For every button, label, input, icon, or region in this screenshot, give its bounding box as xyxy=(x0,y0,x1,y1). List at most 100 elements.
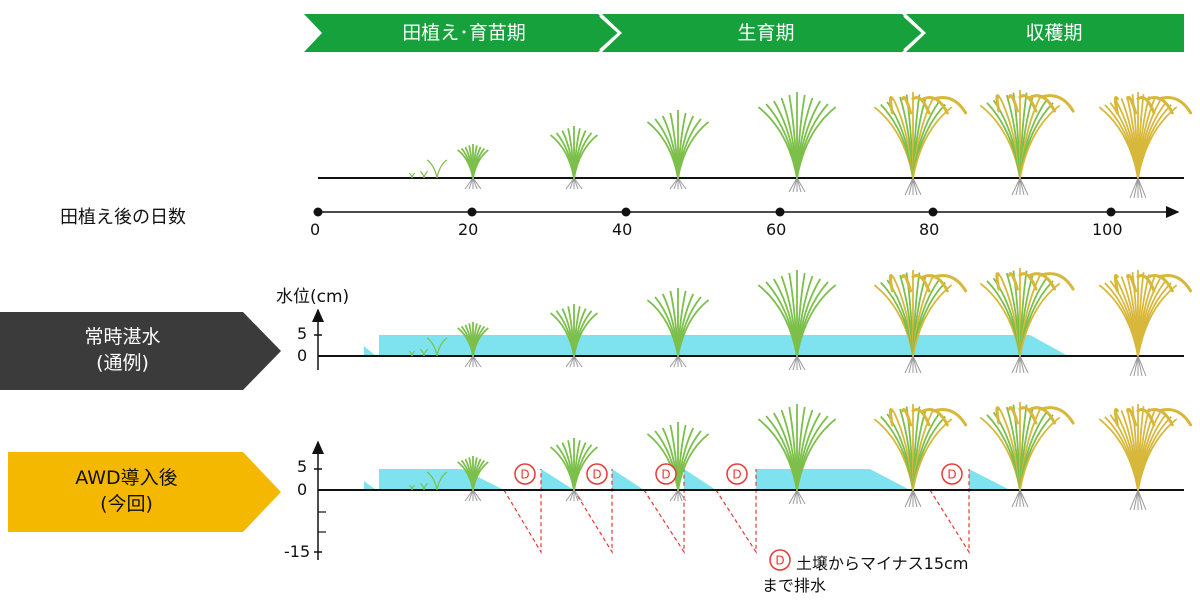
rice-ear xyxy=(1018,406,1038,425)
plant-root xyxy=(669,489,679,502)
rice-plant xyxy=(420,348,428,357)
plant-root xyxy=(912,177,918,196)
awd-water-2 xyxy=(541,469,574,490)
rice-plant xyxy=(979,402,1075,508)
plant-root xyxy=(1011,489,1021,508)
plant-root xyxy=(796,177,806,193)
awd-drain-lines xyxy=(503,469,970,555)
day-tick-100: 100 xyxy=(1092,220,1123,239)
plant-leaf xyxy=(796,284,837,357)
plant-root xyxy=(1011,177,1021,196)
drain-marker-circle xyxy=(941,463,963,485)
continuous-water-initial xyxy=(364,346,376,356)
awd-label-line2: (今回) xyxy=(100,493,153,515)
rice-ear xyxy=(1113,408,1119,427)
rice-ear xyxy=(1157,408,1193,427)
day-dot-40 xyxy=(621,207,631,217)
rice-ear xyxy=(1136,408,1156,427)
plant-root xyxy=(1129,177,1139,199)
rice-ear xyxy=(888,408,894,427)
rice-plant xyxy=(420,170,428,179)
plant-leaf xyxy=(472,149,489,179)
day-dot-20 xyxy=(467,207,477,217)
plant-leaf xyxy=(472,461,489,491)
plant-leaf xyxy=(677,433,710,491)
awd-label-box xyxy=(8,452,281,532)
plant-leaf xyxy=(796,418,837,491)
plant-root xyxy=(673,177,679,190)
rice-plant xyxy=(757,404,837,505)
rice-ear xyxy=(1113,274,1119,293)
plant-root xyxy=(573,355,579,368)
rice-ear xyxy=(1007,94,1019,113)
rice-ear xyxy=(995,94,1001,113)
rice-ear xyxy=(888,96,894,115)
drain-marker-letter: D xyxy=(520,468,529,482)
rice-ear xyxy=(1157,274,1193,293)
plant-root xyxy=(565,177,575,190)
awd-water-initial xyxy=(364,481,376,490)
rice-plant xyxy=(757,92,837,193)
rice-plant xyxy=(457,456,489,502)
plant-root xyxy=(904,177,914,196)
rice-ear xyxy=(1136,274,1156,293)
plant-root xyxy=(792,489,798,505)
days-axis-label: 田植え後の日数 xyxy=(60,207,186,228)
rice-ear xyxy=(1157,96,1193,115)
continuous-tick-5: 5 xyxy=(297,324,308,343)
plant-root xyxy=(1011,355,1021,374)
day-tick-40: 40 xyxy=(612,220,633,239)
plant-root xyxy=(1137,355,1147,377)
drain-marker-letter: D xyxy=(732,468,741,482)
plant-root xyxy=(796,355,806,371)
plant-leaf xyxy=(411,484,416,491)
plant-root xyxy=(569,489,575,502)
rice-ear xyxy=(1007,272,1019,291)
plant-root xyxy=(472,177,482,190)
rice-plant xyxy=(426,337,448,357)
plant-root xyxy=(912,355,918,374)
rice-plant xyxy=(408,172,416,179)
rice-plant xyxy=(646,110,710,190)
rice-plant xyxy=(873,270,968,374)
plant-root xyxy=(1137,177,1147,199)
plant-root xyxy=(1133,355,1139,377)
continuous-panel xyxy=(0,308,1184,390)
plant-root xyxy=(908,355,914,374)
day-dot-0 xyxy=(313,207,323,217)
rice-plant xyxy=(420,482,428,491)
day-tick-20: 20 xyxy=(458,220,479,239)
plant-root xyxy=(669,355,679,368)
plants-continuous-row xyxy=(408,268,1193,377)
rice-plant xyxy=(550,126,598,190)
plant-root xyxy=(677,177,683,190)
awd-tick-5: 5 xyxy=(297,457,308,476)
phase-chevron-growth xyxy=(602,14,922,52)
plant-leaf xyxy=(796,106,837,179)
plant-root xyxy=(908,177,914,196)
rice-ear xyxy=(995,406,1001,425)
plant-leaf xyxy=(654,118,679,179)
plant-root xyxy=(1137,489,1147,511)
plant-root xyxy=(912,355,922,374)
plant-leaf xyxy=(436,337,448,357)
plant-root xyxy=(1137,355,1143,377)
plant-leaf xyxy=(426,471,438,491)
rice-ear xyxy=(901,408,913,427)
day-tick-80: 80 xyxy=(919,220,940,239)
rice-plant xyxy=(757,270,837,371)
rice-ear xyxy=(888,274,894,293)
plant-leaf xyxy=(573,312,598,357)
plant-root xyxy=(788,489,798,505)
plant-root xyxy=(1019,489,1025,508)
rice-ear xyxy=(911,96,931,115)
day-tick-0: 0 xyxy=(310,220,321,239)
plant-root xyxy=(472,355,478,368)
rice-plant xyxy=(457,322,489,368)
phase-label-harvest: 収穫期 xyxy=(1025,22,1083,44)
continuous-water-area xyxy=(379,335,1068,356)
plant-root xyxy=(565,489,575,502)
drain-marker-letter: D xyxy=(592,468,601,482)
plant-leaf xyxy=(423,348,428,357)
